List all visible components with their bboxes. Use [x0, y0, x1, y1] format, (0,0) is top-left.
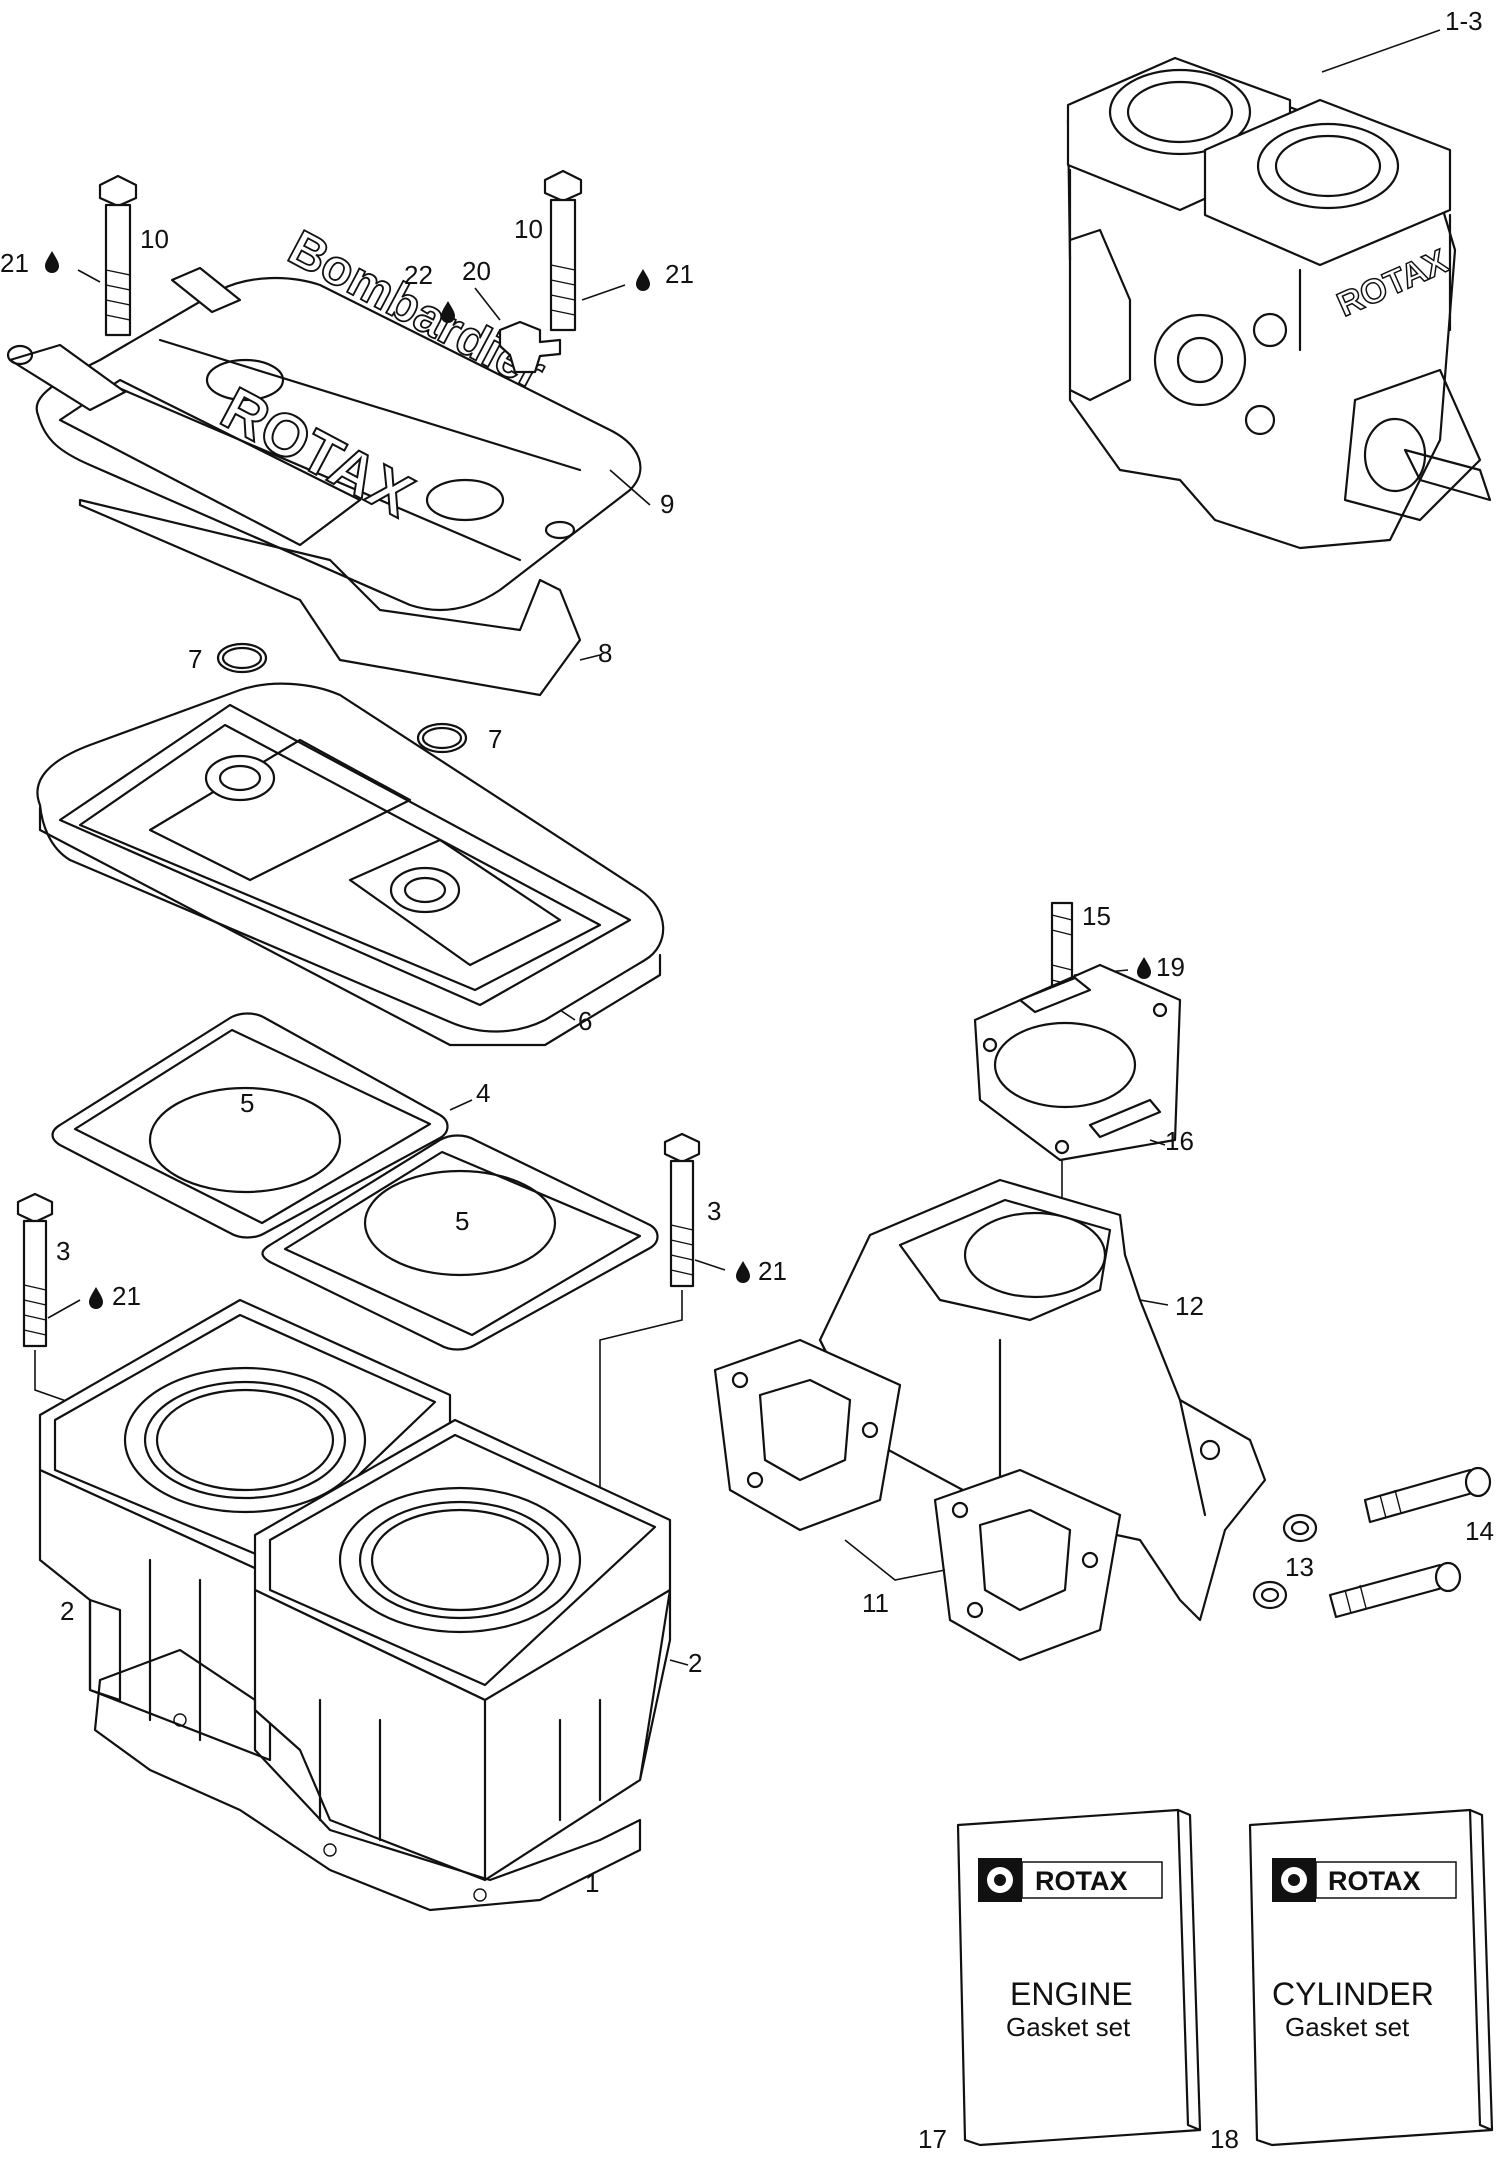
cylinder-book-subtitle: Gasket set — [1285, 2012, 1410, 2042]
stud-15: 15 19 — [1050, 901, 1185, 1310]
callout-12: 12 — [1175, 1291, 1204, 1321]
callout-7b: 7 — [488, 724, 502, 754]
cylinder-gasket-set-book: ROTAX CYLINDER Gasket set 18 — [1210, 1808, 1494, 2154]
exhaust-flange-gasket-11b: 11 — [844, 1468, 1122, 1662]
head-gasket-4a: 5 4 — [51, 1012, 490, 1239]
head-gasket-4b: 5 — [261, 1134, 659, 1351]
o-ring-7a: 7 — [188, 642, 268, 674]
callout-14: 14 — [1465, 1516, 1494, 1546]
callout-16: 16 — [1165, 1126, 1194, 1156]
callout-10b: 10 — [514, 214, 543, 244]
cylinder-head: 6 — [36, 682, 665, 1047]
callout-20: 20 — [462, 256, 491, 286]
engine-book-subtitle: Gasket set — [1006, 2012, 1131, 2042]
elbow-fitting-20: 20 22 — [404, 256, 562, 374]
callout-21b: 21 — [665, 259, 694, 289]
callout-2b: 2 — [688, 1648, 702, 1678]
callout-7a: 7 — [188, 644, 202, 674]
callout-21c: 21 — [112, 1281, 141, 1311]
washers-13: 13 — [1252, 1513, 1318, 1610]
callout-15: 15 — [1082, 901, 1111, 931]
callout-21a: 21 — [0, 248, 29, 278]
cylinder-book-brand: ROTAX — [1328, 1866, 1421, 1896]
callout-5a: 5 — [240, 1088, 254, 1118]
drop-icon — [89, 1287, 103, 1309]
bolt-10a: 10 21 — [0, 174, 169, 337]
callout-9: 9 — [660, 489, 674, 519]
exhaust-manifold-12: 12 — [818, 1178, 1267, 1622]
callout-13: 13 — [1285, 1552, 1314, 1582]
callout-3a: 3 — [56, 1236, 70, 1266]
callout-4: 4 — [476, 1078, 490, 1108]
o-ring-8: 8 — [78, 498, 612, 697]
drop-icon — [736, 1261, 750, 1283]
engine-gasket-set-book: ROTAX ENGINE Gasket set 17 — [918, 1808, 1202, 2154]
cylinder-book-title: CYLINDER — [1272, 1976, 1434, 2012]
base-gasket-1: 1 — [93, 1648, 642, 1912]
bolt-3b: 3 21 — [663, 1132, 787, 1288]
callout-6: 6 — [578, 1006, 592, 1036]
drop-icon — [636, 269, 650, 291]
callout-8: 8 — [598, 638, 612, 668]
engine-book-title: ENGINE — [1010, 1976, 1133, 2012]
engine-assembly: ROTAX 1-3 — [1066, 6, 1492, 550]
cylinder-2b: 2 — [253, 1418, 702, 1882]
screws-14: 14 — [1328, 1466, 1494, 1619]
exhaust-flange-gasket-11a — [713, 1338, 902, 1532]
callout-21d: 21 — [758, 1256, 787, 1286]
exhaust-gasket-16: 16 — [973, 963, 1194, 1162]
drop-icon — [1137, 957, 1151, 979]
o-ring-7b: 7 — [416, 722, 502, 754]
callout-3b: 3 — [707, 1196, 721, 1226]
engine-book-brand: ROTAX — [1035, 1866, 1128, 1896]
callout-5b: 5 — [455, 1206, 469, 1236]
callout-10a: 10 — [140, 224, 169, 254]
callout-2a: 2 — [60, 1596, 74, 1626]
callout-19: 19 — [1156, 952, 1185, 982]
callout-1: 1 — [585, 1868, 599, 1898]
bolt-10b: 10 21 — [514, 169, 694, 332]
callout-22: 22 — [404, 260, 433, 290]
callout-18: 18 — [1210, 2124, 1239, 2154]
bolt-3a: 3 21 — [16, 1192, 141, 1348]
callout-1-3: 1-3 — [1445, 6, 1483, 36]
callout-17: 17 — [918, 2124, 947, 2154]
drop-icon — [45, 251, 59, 273]
callout-11: 11 — [862, 1588, 889, 1618]
